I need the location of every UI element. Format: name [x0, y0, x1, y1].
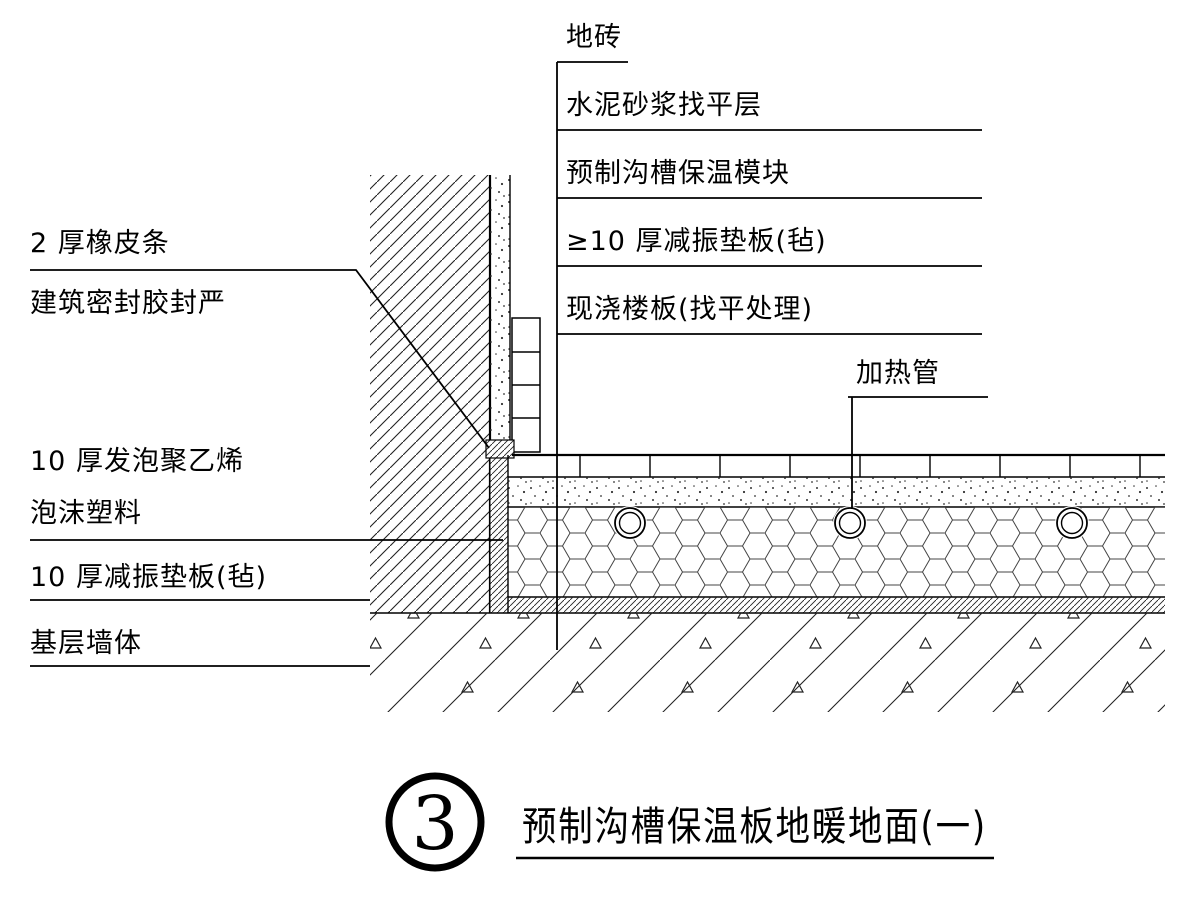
heating-pipe	[1055, 506, 1089, 540]
damping-felt-layer	[508, 597, 1165, 613]
label-rubber-strip: 2 厚橡皮条	[30, 228, 170, 259]
label-damping-felt-right: ≥10 厚减振垫板(毡)	[566, 226, 827, 257]
wall-finish-layer	[490, 175, 510, 441]
rubber-strip-joint	[485, 439, 515, 459]
heating-pipe-mask	[1055, 506, 1089, 540]
label-foam-plastic: 泡沫塑料	[30, 498, 142, 529]
heating-pipe-inner	[618, 511, 642, 535]
leader-rubber-strip	[30, 269, 490, 449]
heating-pipe-mask	[833, 506, 867, 540]
leader-lines	[30, 61, 988, 667]
annotation-texts: 地砖 水泥砂浆找平层 预制沟槽保温模块 ≥10 厚减振垫板(毡) 现浇楼板(找平…	[30, 22, 940, 659]
heating-pipe	[613, 506, 647, 540]
detail-title: 预制沟槽保温板地暖地面(一)	[522, 804, 987, 850]
label-slab: 现浇楼板(找平处理)	[566, 294, 813, 325]
detail-number: 3	[411, 781, 458, 867]
detail-number-circle	[385, 772, 485, 872]
heating-pipe-outer	[1056, 507, 1088, 539]
heating-pipe-inner	[838, 511, 862, 535]
mortar-levelling-layer	[508, 477, 1165, 507]
tile-joints	[579, 455, 1141, 477]
label-insulation-module: 预制沟槽保温模块	[566, 158, 790, 189]
label-floor-tile: 地砖	[566, 22, 622, 53]
heating-pipe-inner	[1060, 511, 1084, 535]
cast-slab-region	[370, 613, 1165, 712]
heating-pipe-mask	[613, 506, 647, 540]
heating-pipe-outer	[614, 507, 646, 539]
title-block: 3 预制沟槽保温板地暖地面(一)	[385, 772, 994, 872]
label-foam-polyethylene: 10 厚发泡聚乙烯	[30, 446, 244, 477]
label-mortar: 水泥砂浆找平层	[566, 90, 762, 121]
heating-pipe	[833, 506, 867, 540]
section-drawing	[370, 175, 1165, 712]
foam-edge-strip	[489, 457, 509, 614]
base-wall-hatch-region	[370, 175, 490, 613]
label-base-wall: 基层墙体	[30, 628, 142, 659]
label-heating-pipe: 加热管	[856, 358, 940, 389]
label-sealant: 建筑密封胶封严	[30, 288, 226, 319]
heating-pipe-outer	[834, 507, 866, 539]
label-damping-felt-left: 10 厚减振垫板(毡)	[30, 562, 267, 593]
